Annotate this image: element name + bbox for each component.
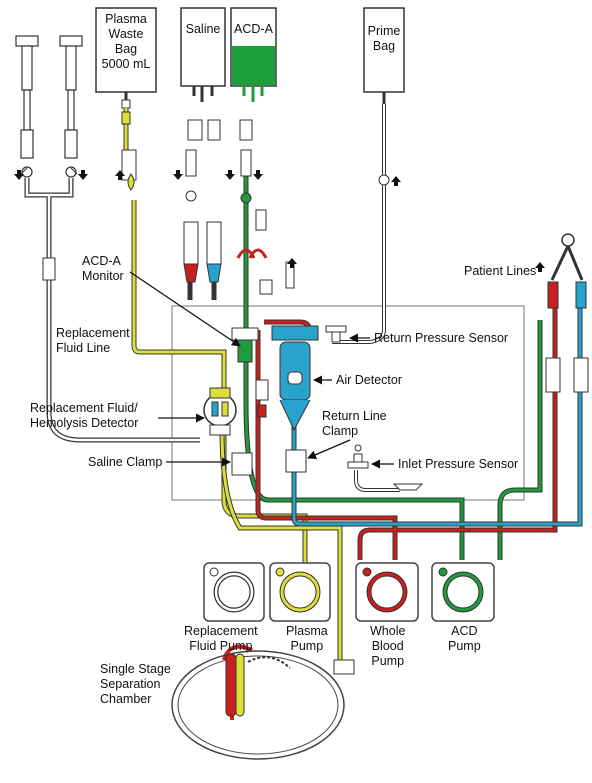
return-line-clamp-line-1: Return Line <box>322 409 387 423</box>
replacement-fluid-hemolysis-detector <box>203 387 237 436</box>
acd-a-monitor <box>237 339 253 363</box>
separation-chamber-line-3: Chamber <box>100 692 152 706</box>
saline-bag-label: Saline <box>185 22 221 36</box>
inlet-pressure-sensor-label: Inlet Pressure Sensor <box>398 457 519 471</box>
plasma-pump <box>269 562 331 622</box>
saline-bag <box>180 7 226 102</box>
acd-a-monitor-line-2: Monitor <box>82 269 124 283</box>
return-line-clamp <box>285 449 307 473</box>
acd-a-monitor-line-1: ACD-A <box>82 254 121 268</box>
replacement-fluid-hemolysis-detector-label: Replacement Fluid/ Hemolysis Detector <box>30 401 138 431</box>
separation-chamber <box>171 650 355 760</box>
prime-bag <box>363 7 405 104</box>
saline-clamp-label: Saline Clamp <box>88 455 163 469</box>
replacement-fluid-pump-line-1: Replacement <box>184 624 258 638</box>
plasma-waste-bag-line-3: Bag <box>114 42 138 56</box>
return-line-clamp-label: Return Line Clamp <box>322 409 387 439</box>
replacement-fluid-line-label: Replacement Fluid Line <box>56 326 130 356</box>
plasma-pump-label: Plasma Pump <box>286 624 328 654</box>
saline-clamp <box>231 452 253 476</box>
separation-chamber-line-2: Separation <box>100 677 161 691</box>
acd-pump <box>431 562 495 622</box>
acd-pump-line-1: ACD <box>451 624 478 638</box>
plasma-pump-line-1: Plasma <box>286 624 328 638</box>
replacement-fluid-pump-label: Replacement Fluid Pump <box>184 624 258 654</box>
whole-blood-pump-line-3: Pump <box>371 654 405 668</box>
label-pointers <box>129 271 394 469</box>
air-detector-label: Air Detector <box>336 373 402 387</box>
plasma-pump-line-2: Pump <box>290 639 324 653</box>
upper-clamps <box>20 111 390 295</box>
whole-blood-pump-line-1: Whole <box>370 624 406 638</box>
whole-blood-pump <box>355 562 419 622</box>
return-line-clamp-line-2: Clamp <box>322 424 359 438</box>
return-pressure-sensor-label: Return Pressure Sensor <box>374 331 509 345</box>
replacement-fluid-pump <box>203 562 265 622</box>
prime-bag-label: Prime Bag <box>364 24 404 54</box>
plasma-waste-bag-line-1: Plasma <box>105 12 147 26</box>
patient-lines-connector <box>545 233 589 393</box>
flow-arrows <box>14 170 545 272</box>
plasma-waste-bag <box>95 7 157 109</box>
acd-pump-label: ACD Pump <box>448 624 481 654</box>
prime-bag-line-1: Prime <box>367 24 401 38</box>
replacement-fluid-spikes <box>15 35 83 178</box>
return-pressure-sensor <box>325 325 347 343</box>
plasma-waste-bag-label: Plasma Waste Bag 5000 mL <box>96 12 156 72</box>
replacement-fluid-line-line-2: Fluid Line <box>56 341 111 355</box>
inlet-pressure-sensor <box>347 444 369 469</box>
patient-lines-label: Patient Lines <box>464 264 537 278</box>
plasma-waste-bag-line-2: Waste <box>108 27 144 41</box>
whole-blood-pump-line-2: Blood <box>371 639 404 653</box>
acd-a-bag-label: ACD-A <box>234 22 273 36</box>
air-detector-chamber <box>271 325 319 432</box>
acd-pump-line-2: Pump <box>448 639 481 653</box>
replacement-fluid-line-line-1: Replacement <box>56 326 130 340</box>
acd-a-monitor-label: ACD-A Monitor <box>82 254 124 284</box>
replacement-fluid-pump-line-2: Fluid Pump <box>189 639 253 653</box>
hemolysis-detector-line-1: Replacement Fluid/ <box>30 401 138 415</box>
separation-chamber-line-1: Single Stage <box>100 662 171 676</box>
hemolysis-detector-line-2: Hemolysis Detector <box>30 416 139 430</box>
acd-a-bag <box>230 7 277 102</box>
prime-bag-line-2: Bag <box>372 39 396 53</box>
plasma-waste-bag-line-4: 5000 mL <box>101 57 151 71</box>
separation-chamber-label: Single Stage Separation Chamber <box>100 662 171 707</box>
whole-blood-pump-label: Whole Blood Pump <box>370 624 405 669</box>
